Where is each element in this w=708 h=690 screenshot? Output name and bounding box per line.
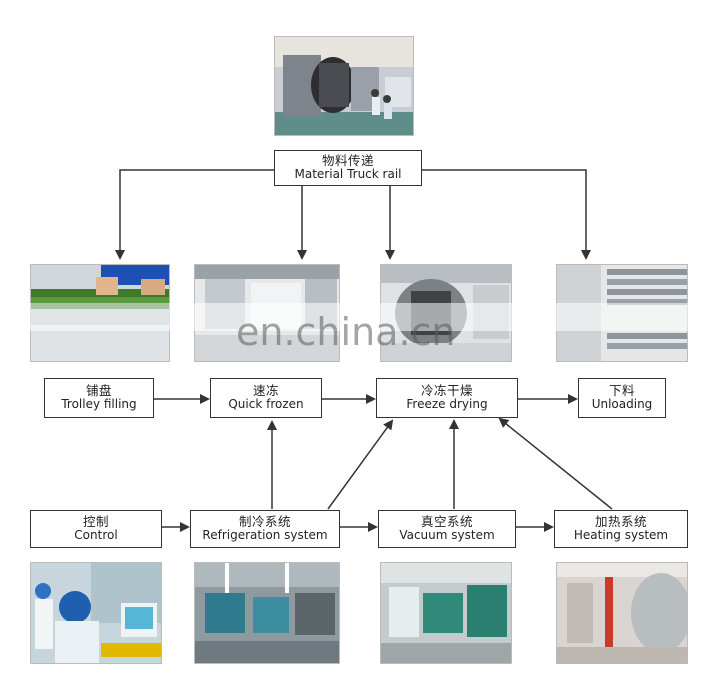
node-label-zh: 加热系统	[594, 513, 647, 529]
node-label-zh: 控制	[82, 513, 109, 529]
node-label-zh: 铺盘	[85, 382, 112, 398]
node-freeze-drying: 冷冻干燥 Freeze drying	[376, 378, 518, 418]
node-label-en: Trolley filling	[61, 397, 137, 412]
node-refrigeration-system: 制冷系统 Refrigeration system	[190, 510, 340, 548]
node-vacuum-system: 真空系统 Vacuum system	[378, 510, 516, 548]
node-label-en: Quick frozen	[228, 397, 304, 412]
node-label-en: Unloading	[591, 397, 653, 412]
node-label-zh: 真空系统	[420, 513, 473, 529]
node-label-zh: 下料	[608, 382, 635, 398]
node-label-zh: 制冷系统	[238, 513, 291, 529]
watermark-band	[20, 303, 696, 331]
photo-heating-plant	[556, 562, 688, 664]
photo-freeze-dryer-hall	[274, 36, 414, 136]
node-trolley-filling: 铺盘 Trolley filling	[44, 378, 154, 418]
node-material-truck-rail: 物料传递 Material Truck rail	[274, 150, 422, 186]
photo-refrigeration-plant	[194, 562, 340, 664]
node-label-en: Material Truck rail	[294, 167, 402, 182]
node-label-zh: 物料传递	[321, 152, 374, 168]
watermark-text: en.china.cn	[236, 310, 456, 354]
node-label-en: Control	[74, 528, 118, 543]
node-control: 控制 Control	[30, 510, 162, 548]
photo-control-room	[30, 562, 162, 664]
node-label-en: Freeze drying	[406, 397, 488, 412]
node-quick-frozen: 速冻 Quick frozen	[210, 378, 322, 418]
node-label-en: Heating system	[573, 528, 669, 543]
node-label-en: Vacuum system	[399, 528, 495, 543]
node-label-zh: 速冻	[252, 382, 279, 398]
photo-vacuum-plant	[380, 562, 512, 664]
node-label-en: Refrigeration system	[202, 528, 328, 543]
node-heating-system: 加热系统 Heating system	[554, 510, 688, 548]
node-label-zh: 冷冻干燥	[420, 382, 473, 398]
node-unloading: 下料 Unloading	[578, 378, 666, 418]
